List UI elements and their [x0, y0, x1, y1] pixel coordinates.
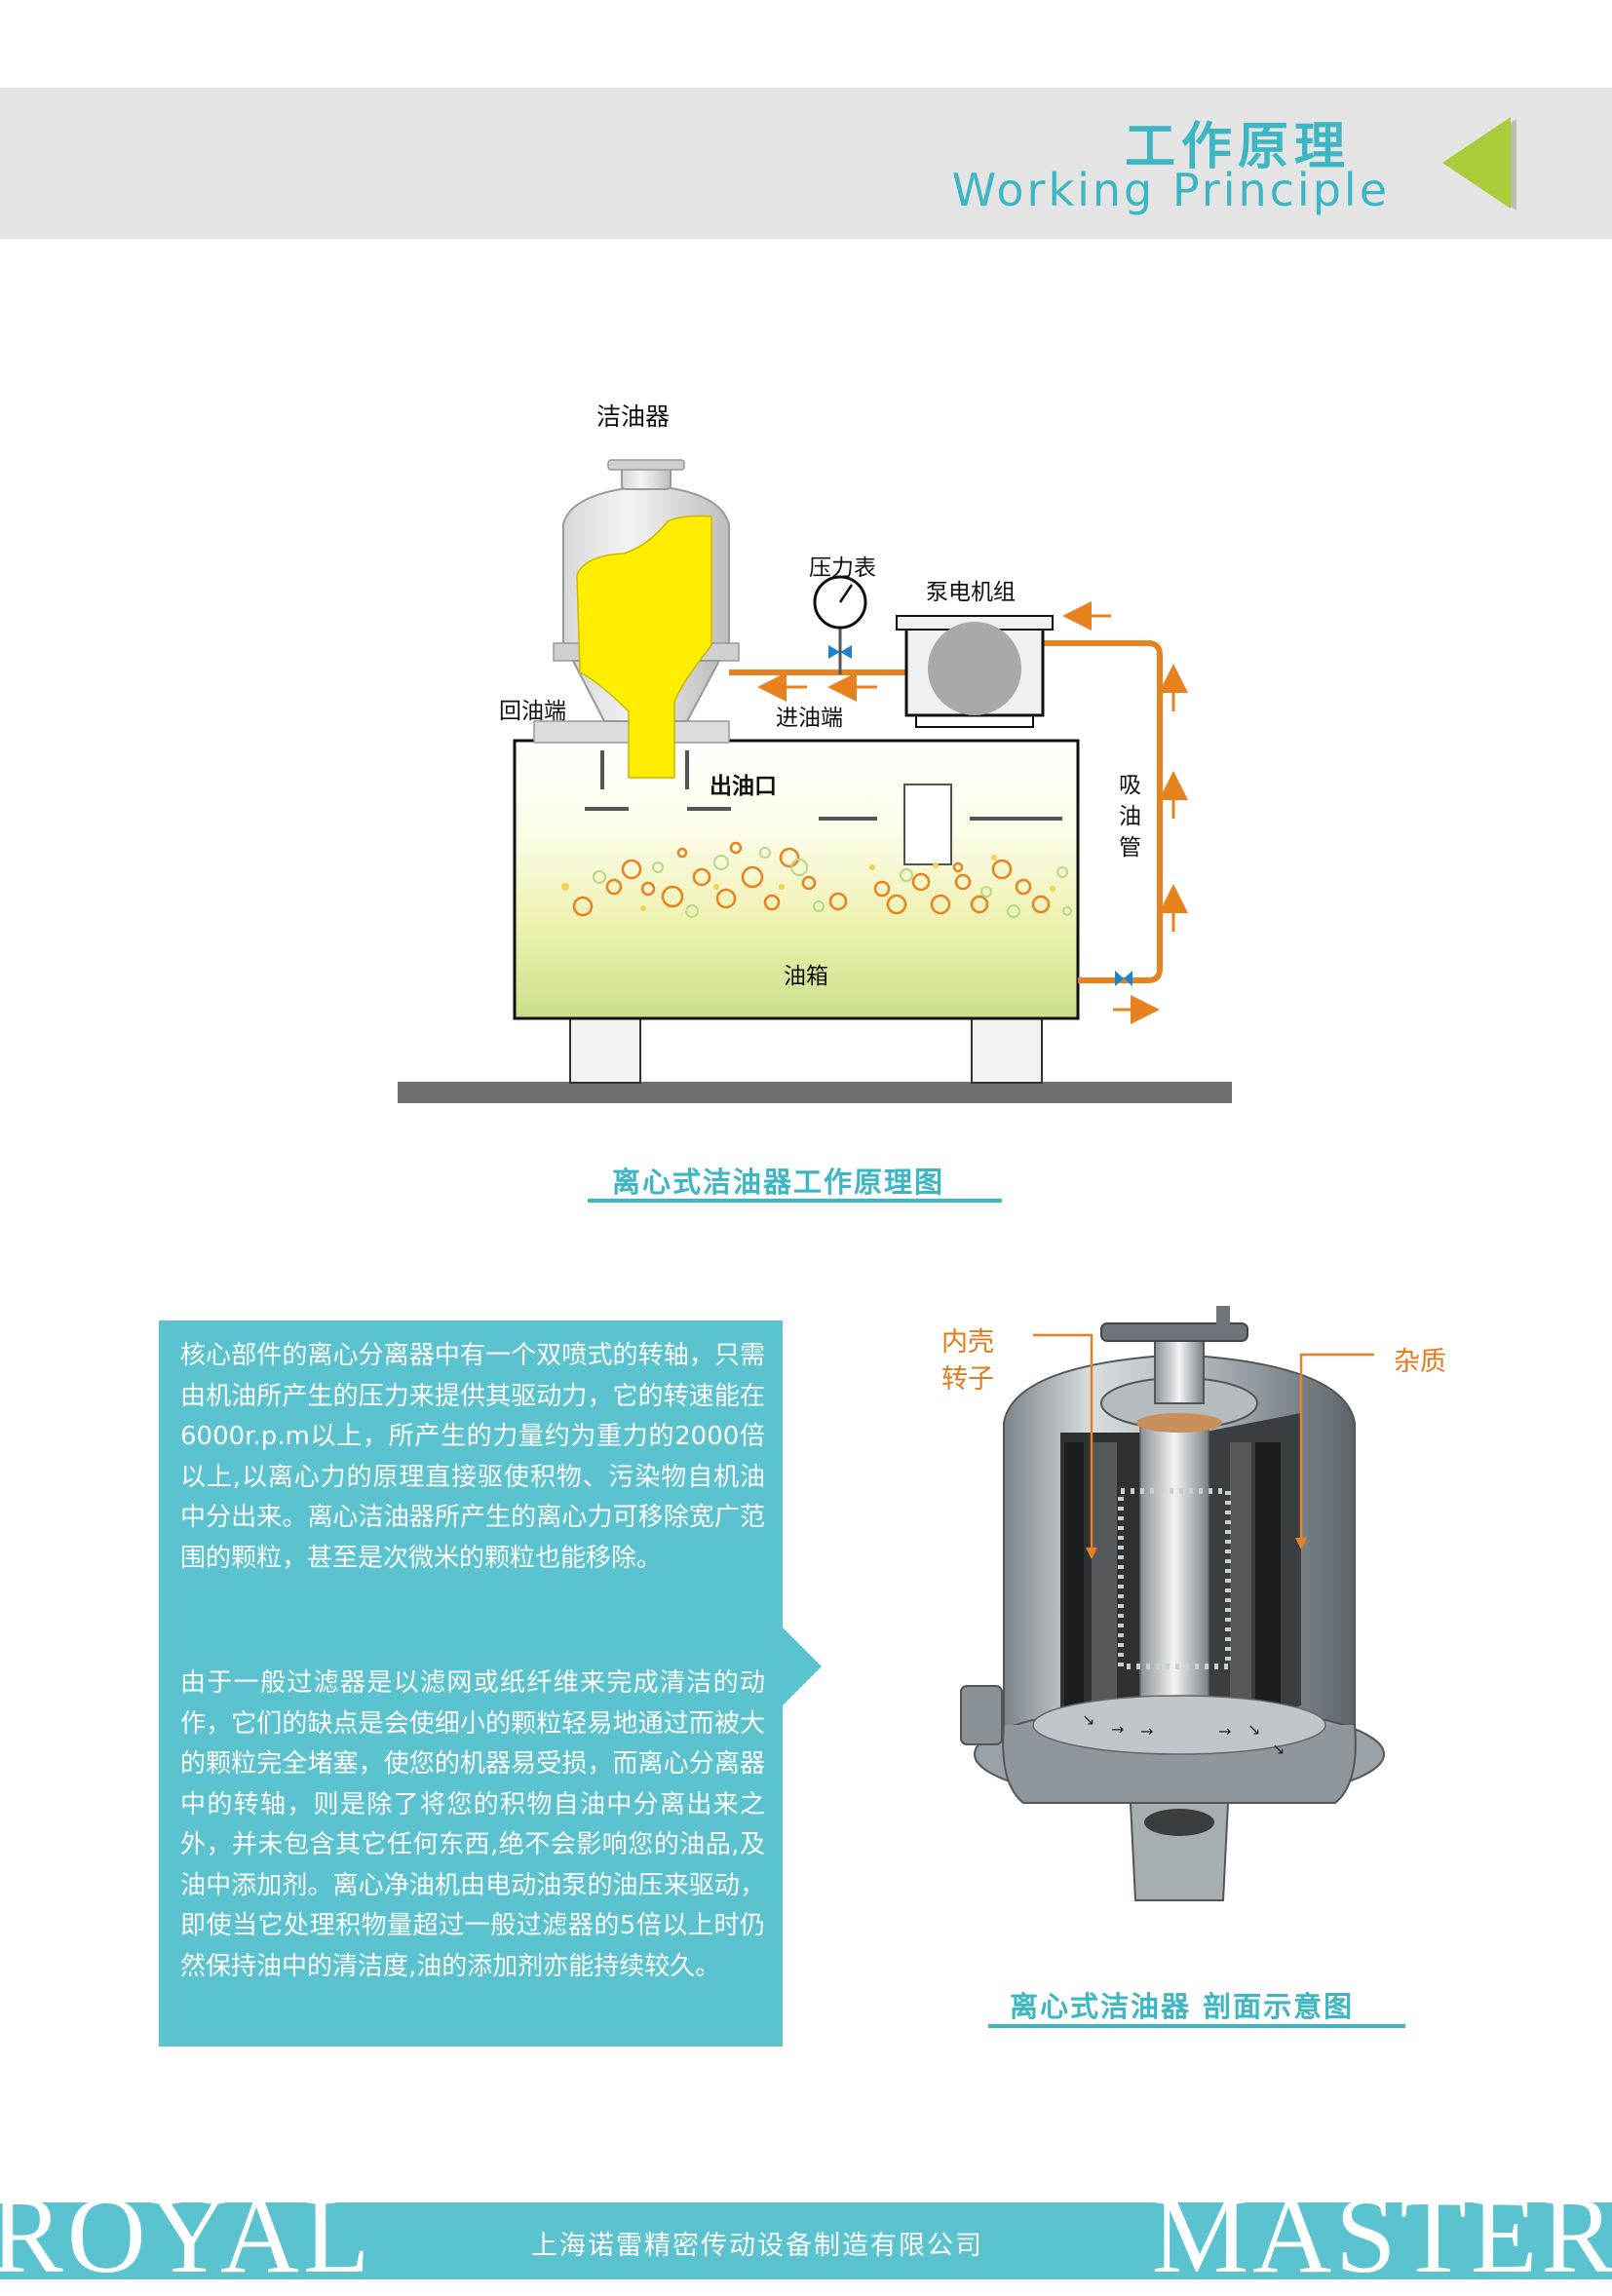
footer-brand-left: ROYAL: [0, 2175, 374, 2296]
diagram-caption: 离心式洁油器工作原理图: [612, 1166, 945, 1199]
label-suction-1: 吸: [1119, 773, 1141, 798]
motor-icon: [928, 622, 1021, 715]
description-paragraph-2: 由于一般过滤器是以滤网或纸纤维来完成清洁的动作，它们的缺点是会使细小的颗粒轻易地…: [180, 1668, 765, 1981]
svg-text:↘: ↘: [1247, 1720, 1260, 1739]
tank-leg-left: [569, 1017, 641, 1084]
cutaway-caption-underline: [988, 2024, 1405, 2028]
svg-text:→: →: [1140, 1722, 1153, 1741]
label-outlet: 出油口: [710, 774, 777, 799]
label-pressure-gauge: 压力表: [809, 555, 876, 581]
description-box-pointer: [783, 1627, 822, 1705]
valve-icon: [828, 645, 852, 659]
oil-flow-yellow: [576, 515, 712, 779]
suction-valve-icon: [1115, 971, 1132, 986]
description-box: 核心部件的离心分离器中有一个双喷式的转轴，只需由机油所产生的压力来提供其驱动力，…: [159, 1320, 783, 2047]
cutaway-illustration: ↘→→ →↘↘ ↓↓↓: [945, 1296, 1413, 1933]
label-suction-3: 管: [1119, 835, 1141, 861]
svg-text:↘: ↘: [1082, 1710, 1094, 1729]
footer-company-name: 上海诺雷精密传动设备制造有限公司: [531, 2231, 983, 2261]
label-cleaner: 洁油器: [596, 402, 671, 431]
oil-bubbles: [572, 841, 1051, 917]
label-rotor: 转子: [941, 1364, 994, 1395]
page-title-cn: 工作原理: [1124, 118, 1351, 176]
label-inner-shell: 内壳: [941, 1327, 994, 1358]
svg-text:→: →: [1111, 1720, 1124, 1739]
svg-text:↘: ↘: [1272, 1740, 1285, 1758]
label-return-end: 回油端: [499, 699, 566, 724]
page-title-en: Working Principle: [951, 164, 1390, 216]
label-pump-motor: 泵电机组: [926, 580, 1016, 605]
diagram-caption-underline: [588, 1199, 1002, 1203]
label-tank: 油箱: [784, 964, 828, 989]
working-principle-diagram: 洁油器 压力表 泵电机组 回油端 进油端 出油口 吸 油 管 油箱: [390, 390, 1247, 1115]
label-impurity: 杂质: [1394, 1347, 1446, 1377]
label-suction-2: 油: [1119, 804, 1141, 829]
svg-text:→: →: [1218, 1722, 1231, 1741]
cutaway-caption: 离心式洁油器 剖面示意图: [1010, 1990, 1355, 2023]
tank-leg-right: [971, 1017, 1043, 1084]
footer-brand-right: MASTER: [1151, 2175, 1612, 2296]
header-band: [0, 88, 1612, 239]
ground-bar: [398, 1082, 1232, 1103]
oil-tank: [513, 739, 1080, 1020]
description-paragraph-1: 核心部件的离心分离器中有一个双喷式的转轴，只需由机油所产生的压力来提供其驱动力，…: [180, 1341, 765, 1573]
diagram-svg: [398, 459, 1232, 1103]
cutaway-svg: ↘→→ →↘↘ ↓↓↓: [960, 1306, 1385, 1901]
triangle-arrow-icon: [1442, 117, 1516, 210]
footer-band: [0, 2202, 1612, 2279]
oil-dots: [561, 855, 1055, 911]
label-inlet-end: 进油端: [776, 706, 843, 731]
oil-bubbles-green: [593, 847, 1072, 918]
